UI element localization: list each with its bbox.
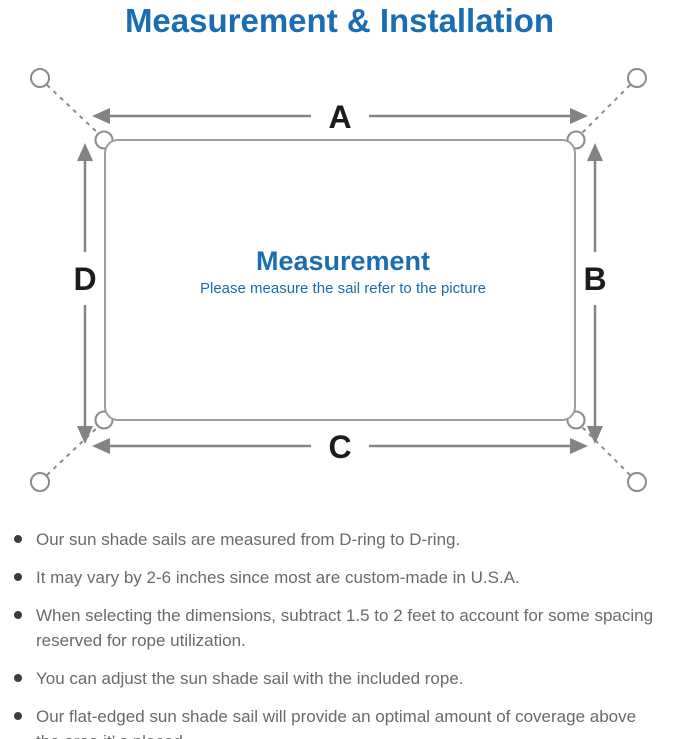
bullet-icon [14, 712, 22, 720]
diagram-center-title: Measurement [256, 246, 430, 276]
dimension-arrow-c [92, 438, 588, 454]
anchor-ring-icon [30, 472, 50, 492]
note-text: It may vary by 2-6 inches since most are… [36, 568, 520, 587]
dimension-label-b: B [583, 261, 606, 297]
dimension-label-c: C [328, 429, 351, 465]
page-title: Measurement & Installation [124, 2, 555, 39]
note-text: Our flat-edged sun shade sail will provi… [36, 707, 637, 739]
instruction-notes-list: Our sun shade sails are measured from D-… [14, 527, 666, 739]
rope-line-top-left [46, 84, 102, 137]
bullet-icon [14, 674, 22, 682]
diagram-center-subtitle: Please measure the sail refer to the pic… [200, 280, 486, 297]
list-item: It may vary by 2-6 inches since most are… [14, 565, 666, 590]
bullet-icon [14, 611, 22, 619]
dimension-arrow-a [92, 108, 588, 124]
bullet-icon [14, 573, 22, 581]
dimension-arrow-d [77, 143, 93, 444]
anchor-ring-icon [627, 68, 647, 88]
rope-line-bottom-left [46, 423, 102, 476]
note-text: Our sun shade sails are measured from D-… [36, 530, 461, 549]
shade-sail-outline [104, 139, 576, 421]
list-item: You can adjust the sun shade sail with t… [14, 666, 666, 691]
list-item: When selecting the dimensions, subtract … [14, 603, 666, 653]
anchor-ring-icon [627, 472, 647, 492]
dimension-label-d: D [73, 261, 96, 297]
bullet-icon [14, 535, 22, 543]
rope-line-bottom-right [578, 423, 631, 476]
note-text: When selecting the dimensions, subtract … [36, 606, 654, 650]
note-text: You can adjust the sun shade sail with t… [36, 669, 464, 688]
rope-line-top-right [578, 84, 631, 137]
dimension-arrow-b [587, 143, 603, 444]
anchor-ring-icon [30, 68, 50, 88]
list-item: Our flat-edged sun shade sail will provi… [14, 704, 666, 739]
list-item: Our sun shade sails are measured from D-… [14, 527, 666, 552]
dimension-label-a: A [328, 99, 351, 135]
